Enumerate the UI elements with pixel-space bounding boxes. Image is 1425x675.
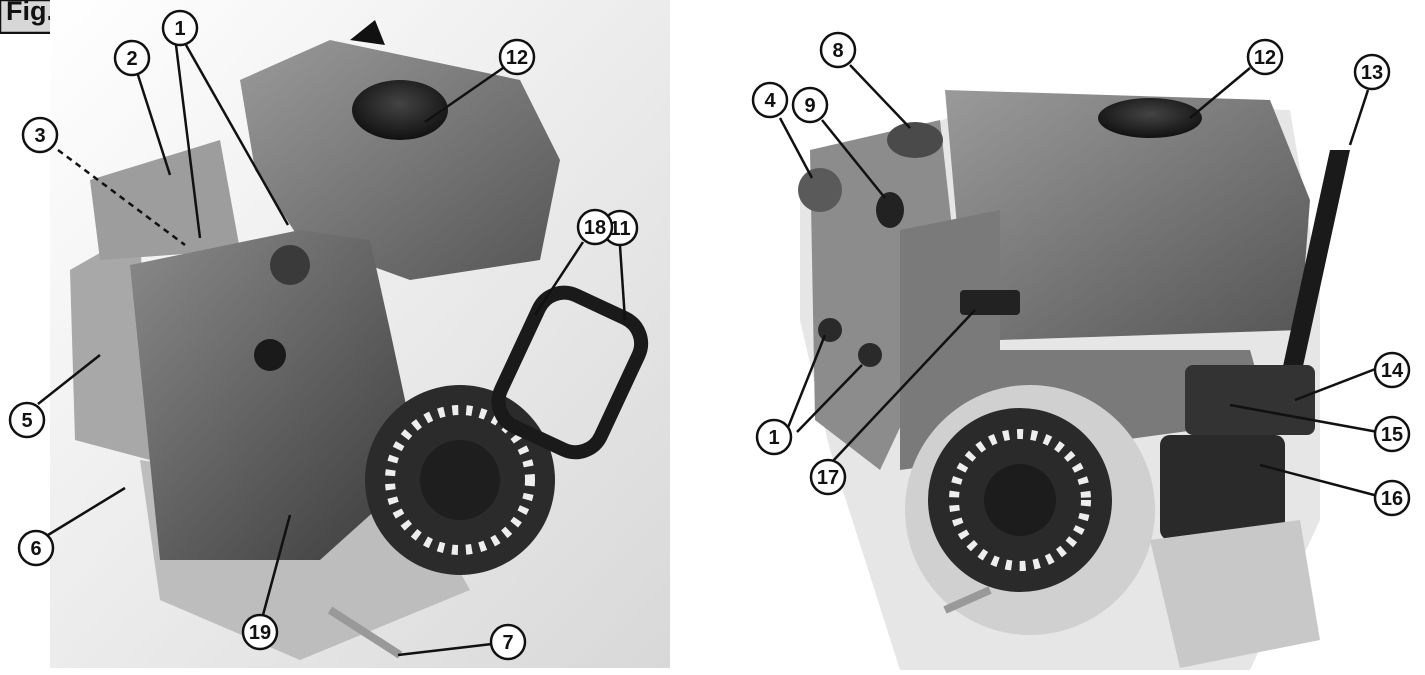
leader-2 xyxy=(135,71,172,176)
leader-17 xyxy=(831,309,976,463)
left-shroud xyxy=(130,230,420,560)
callout-18-circle xyxy=(576,208,614,246)
callout-numbers: 1 2 3 5 6 7 11 12 18 19 1 4 8 9 12 13 14… xyxy=(21,18,1404,654)
right-base-bracket xyxy=(1150,520,1320,668)
callout-15-circle xyxy=(1373,415,1411,453)
right-throttle-knob xyxy=(876,192,904,228)
leader-8 xyxy=(849,64,911,129)
left-starter-hub xyxy=(420,440,500,520)
leader-lines xyxy=(37,44,1379,657)
right-plug-a xyxy=(818,318,842,342)
leader-15 xyxy=(1229,403,1379,434)
callout-9: 9 xyxy=(804,95,815,117)
leader-11 xyxy=(618,245,627,321)
leader-19 xyxy=(261,514,292,616)
leader-18 xyxy=(533,241,585,316)
left-knob xyxy=(254,339,286,371)
callout-8-circle xyxy=(819,31,857,69)
leader-1b xyxy=(184,44,290,226)
callout-1-right: 1 xyxy=(768,427,779,449)
leader-3 xyxy=(57,148,186,247)
callout-5: 5 xyxy=(21,410,32,432)
callout-13-circle xyxy=(1353,53,1391,91)
leader-16 xyxy=(1259,463,1379,498)
callout-12-left: 12 xyxy=(506,47,528,69)
left-upper-block xyxy=(90,140,240,260)
leader-1a xyxy=(174,44,202,239)
leader-5 xyxy=(37,354,101,405)
left-starter-handle xyxy=(491,285,649,460)
right-electric-starter xyxy=(1160,435,1285,540)
right-key-slot xyxy=(960,290,1020,315)
callout-2: 2 xyxy=(126,48,137,70)
callout-6-circle xyxy=(17,529,55,567)
leader-1d xyxy=(796,364,863,433)
left-top-clip xyxy=(350,20,385,45)
leader-12-right xyxy=(1189,67,1251,119)
left-rod xyxy=(327,606,403,659)
leader-6 xyxy=(47,486,126,537)
callout-12-left-circle xyxy=(498,38,536,76)
left-fuel-cap xyxy=(352,80,448,140)
callout-2-circle xyxy=(113,39,151,77)
right-rod xyxy=(943,586,992,614)
callout-16-circle xyxy=(1373,479,1411,517)
callout-6: 6 xyxy=(30,538,41,560)
callout-9-circle xyxy=(791,86,829,124)
left-fuel-tank xyxy=(240,40,560,280)
callout-15: 15 xyxy=(1381,424,1403,446)
leader-12-left xyxy=(424,66,504,124)
leader-9 xyxy=(821,119,886,199)
right-choke-knob xyxy=(798,168,842,212)
callout-8: 8 xyxy=(832,40,843,62)
callout-13: 13 xyxy=(1361,62,1383,84)
callout-17: 17 xyxy=(817,467,839,489)
callout-17-circle xyxy=(809,458,847,496)
leader-4 xyxy=(778,117,814,179)
callout-1-right-circle xyxy=(755,418,793,456)
right-side-panel xyxy=(810,120,960,470)
right-plug-b xyxy=(858,343,882,367)
callout-4: 4 xyxy=(764,90,776,112)
callout-11: 11 xyxy=(609,218,630,240)
callout-7: 7 xyxy=(502,632,513,654)
leader-1c xyxy=(785,334,827,431)
callout-3-circle xyxy=(21,116,59,154)
leader-14 xyxy=(1294,366,1379,402)
left-starter-vents xyxy=(385,405,535,555)
callout-14-circle xyxy=(1373,351,1411,389)
left-primer xyxy=(270,245,310,285)
callout-4-circle xyxy=(751,81,789,119)
right-starter-hub xyxy=(984,464,1056,536)
callout-12-right-circle xyxy=(1246,38,1284,76)
leader-13 xyxy=(1348,89,1370,146)
left-engine-view xyxy=(50,0,670,668)
callout-1-left: 1 xyxy=(174,18,185,40)
right-engine-view xyxy=(798,90,1350,670)
callout-19: 19 xyxy=(249,622,271,644)
callout-7-circle xyxy=(489,623,527,661)
callout-18: 18 xyxy=(584,217,606,239)
callout-3: 3 xyxy=(34,125,45,147)
callout-16: 16 xyxy=(1381,488,1403,510)
left-muffler-block xyxy=(70,230,150,460)
callout-1-left-circle xyxy=(161,9,199,47)
right-fuel-cap xyxy=(1098,98,1202,138)
callout-5-circle xyxy=(8,401,46,439)
leader-7 xyxy=(397,642,493,657)
right-dipstick xyxy=(1280,150,1350,380)
right-primer xyxy=(887,122,943,158)
callout-12-right: 12 xyxy=(1254,47,1276,69)
right-fuel-tank xyxy=(945,90,1310,340)
callout-circles xyxy=(8,9,1411,661)
right-starter-button-box xyxy=(1185,365,1315,435)
callout-14: 14 xyxy=(1381,360,1404,382)
right-starter-vents xyxy=(949,429,1091,571)
callout-19-circle xyxy=(241,613,279,651)
